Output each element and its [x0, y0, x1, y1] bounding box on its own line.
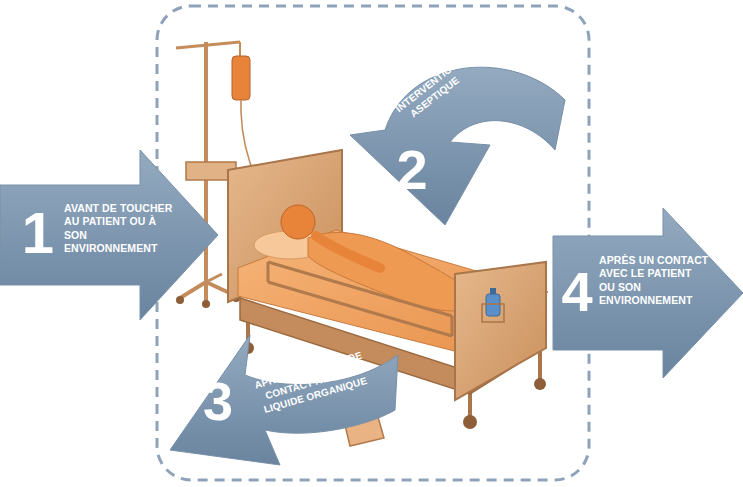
callout-number: 2: [382, 142, 442, 198]
moment-arrow: 2AVANT UNE INTERVENTION ASEPTIQUE: [350, 30, 565, 230]
arrow-outline: [0, 150, 218, 320]
callout-number: 1: [14, 204, 62, 262]
callout-number: 4: [555, 264, 599, 320]
patient-zone-outline: [157, 6, 589, 480]
moment-text: AVANT DE TOUCHER AU PATIENT OU À SON ENV…: [64, 202, 176, 256]
arrow-outline: [170, 335, 398, 465]
callout-number: 3: [188, 374, 248, 428]
moment-arrow: 4APRÈS UN CONTACT AVEC LE PATIENT OU SON…: [553, 208, 743, 378]
moment-text: APRÈS UN CONTACT AVEC LE PATIENT OU SON …: [599, 254, 709, 308]
arrow-outline: [553, 208, 743, 378]
arrow-outline: [350, 67, 565, 225]
moment-arrow: 1AVANT DE TOUCHER AU PATIENT OU À SON EN…: [0, 150, 218, 320]
moment-arrow: 3APRÈS UN RISQUE DE CONTACT AVEC DU LIQU…: [170, 330, 400, 470]
